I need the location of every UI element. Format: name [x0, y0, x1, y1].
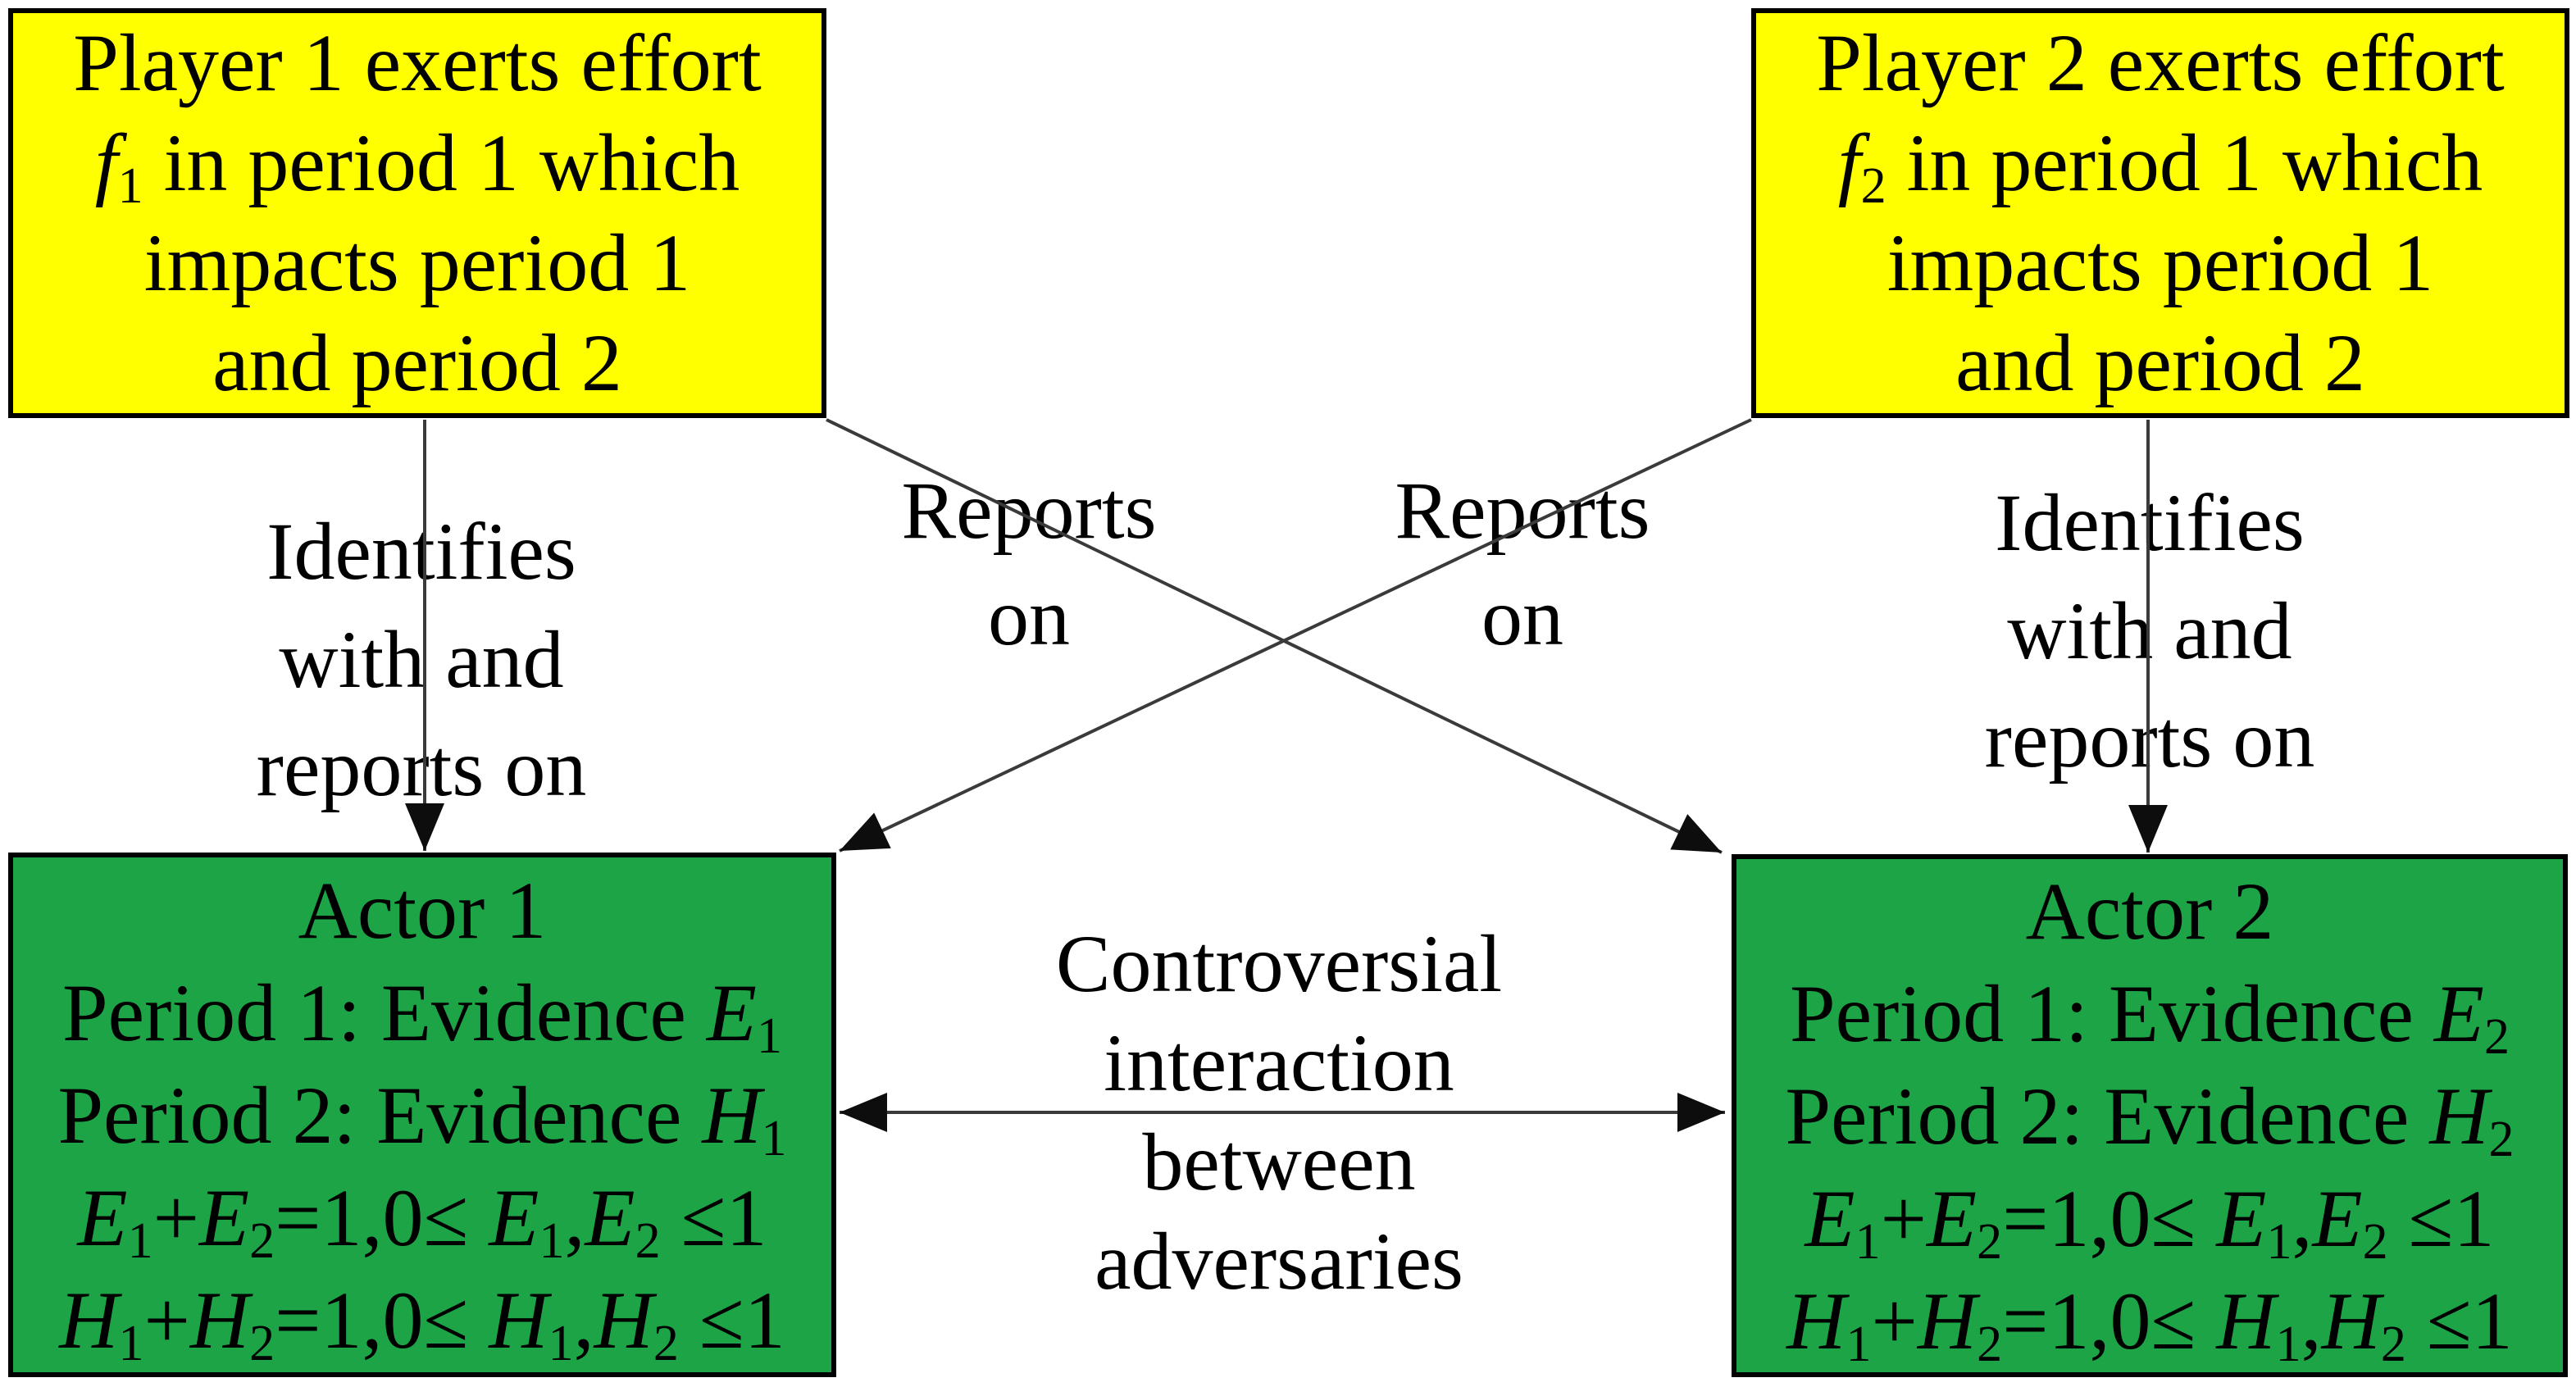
- text-line: E1+E2=1,0≤ E1,E2 ≤1: [1805, 1172, 2495, 1270]
- text-line: interaction: [1104, 1017, 1454, 1108]
- text-line: Player 2 exerts effort: [1816, 17, 2505, 108]
- label-identifies-right: Identifies with and reports on: [1985, 469, 2315, 793]
- text-line: and period 2: [1955, 317, 2365, 408]
- text-line: impacts period 1: [143, 217, 691, 308]
- text-line: Identifies: [1995, 477, 2305, 568]
- text-line: with and: [279, 614, 564, 705]
- text-line: f1 in period 1 which: [94, 117, 740, 214]
- text-line: Actor 2: [2025, 865, 2274, 957]
- text-line: reports on: [256, 722, 587, 813]
- text-line: Period 2: Evidence H2: [1785, 1070, 2515, 1167]
- text-line: reports on: [1984, 693, 2315, 784]
- text-line: H1+H2=1,0≤ H1,H2 ≤1: [1786, 1275, 2513, 1372]
- text-line: f2 in period 1 which: [1837, 117, 2483, 214]
- text-line: Period 2: Evidence H1: [57, 1069, 787, 1166]
- text-line: Period 1: Evidence E1: [62, 966, 782, 1064]
- text-line: Actor 1: [298, 864, 547, 956]
- text-line: with and: [2007, 585, 2292, 676]
- label-identifies-left: Identifies with and reports on: [257, 498, 587, 822]
- text-line: on: [988, 571, 1070, 662]
- text-line: E1+E2=1,0≤ E1,E2 ≤1: [77, 1171, 767, 1269]
- text-line: between: [1142, 1116, 1416, 1207]
- text-line: on: [1481, 571, 1563, 662]
- label-reports-on-left: Reports on: [901, 457, 1156, 671]
- text-line: Identifies: [266, 506, 576, 597]
- text-line: impacts period 1: [1886, 217, 2434, 308]
- text-line: Reports: [1395, 465, 1650, 556]
- text-line: Reports: [901, 465, 1157, 556]
- text-line: adversaries: [1095, 1216, 1463, 1307]
- text-line: Controversial: [1055, 918, 1503, 1009]
- text-line: and period 2: [212, 317, 622, 408]
- text-line: Period 1: Evidence E2: [1790, 967, 2510, 1065]
- text-line: Player 1 exerts effort: [73, 17, 762, 108]
- text-line: H1+H2=1,0≤ H1,H2 ≤1: [59, 1274, 785, 1371]
- label-reports-on-right: Reports on: [1395, 457, 1650, 671]
